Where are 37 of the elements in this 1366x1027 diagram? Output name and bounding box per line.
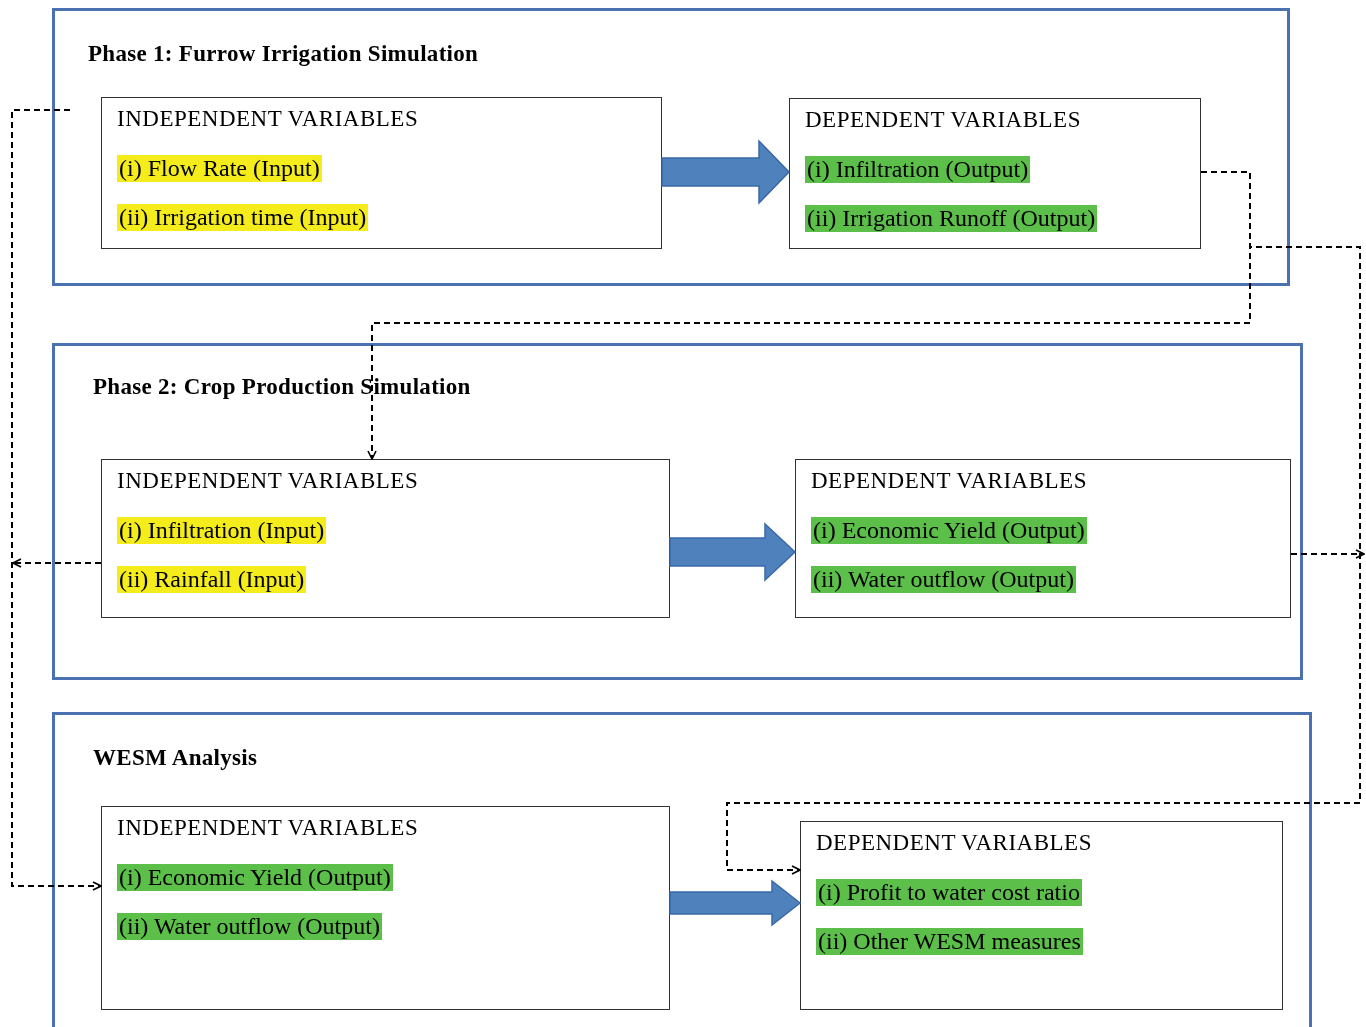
- box-heading: INDEPENDENT VARIABLES: [117, 815, 419, 841]
- variable-item: (i) Flow Rate (Input): [117, 155, 322, 182]
- variable-item: (ii) Irrigation Runoff (Output): [805, 205, 1098, 232]
- variables-box: [101, 97, 662, 249]
- panel-title: WESM Analysis: [93, 745, 258, 771]
- arrow: [726, 171, 1361, 875]
- variables-box: [101, 806, 670, 1010]
- phase-panel: [52, 343, 1303, 680]
- block-arrow: [669, 522, 797, 582]
- block-arrow: [661, 139, 791, 205]
- arrow: [12, 558, 102, 568]
- variable-item: (ii) Other WESM measures: [816, 928, 1083, 955]
- box-heading: DEPENDENT VARIABLES: [816, 830, 1092, 856]
- block-arrow: [669, 879, 802, 927]
- variable-item: (ii) Water outflow (Output): [811, 566, 1076, 593]
- phase-panel: [52, 712, 1312, 1027]
- box-heading: DEPENDENT VARIABLES: [811, 468, 1087, 494]
- panel-title: Phase 1: Furrow Irrigation Simulation: [88, 41, 479, 67]
- variable-item: (i) Economic Yield (Output): [117, 864, 393, 891]
- box-heading: DEPENDENT VARIABLES: [805, 107, 1081, 133]
- box-heading: INDEPENDENT VARIABLES: [117, 468, 419, 494]
- arrow: [1290, 549, 1365, 559]
- variable-item: (i) Economic Yield (Output): [811, 517, 1087, 544]
- phase-panel: [52, 8, 1290, 286]
- variables-box: [101, 459, 670, 618]
- variables-box: [789, 98, 1201, 249]
- variable-item: (ii) Water outflow (Output): [117, 913, 382, 940]
- variables-box: [800, 821, 1283, 1010]
- variable-item: (i) Profit to water cost ratio: [816, 879, 1082, 906]
- variable-item: (ii) Irrigation time (Input): [117, 204, 369, 231]
- arrow: [11, 109, 102, 891]
- box-heading: INDEPENDENT VARIABLES: [117, 106, 419, 132]
- variables-box: [795, 459, 1291, 618]
- variable-item: (i) Infiltration (Input): [117, 517, 327, 544]
- panel-title: Phase 2: Crop Production Simulation: [93, 374, 471, 400]
- variable-item: (ii) Rainfall (Input): [117, 566, 307, 593]
- variable-item: (i) Infiltration (Output): [805, 156, 1031, 183]
